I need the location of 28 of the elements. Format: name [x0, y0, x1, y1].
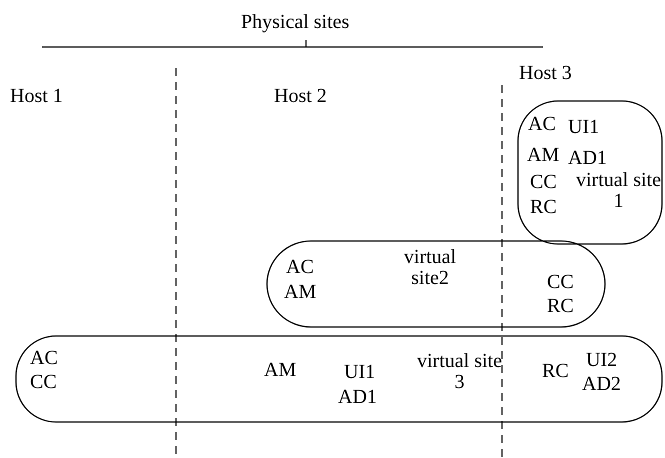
virtual-site-outline — [517, 100, 663, 245]
component-label: AC — [30, 348, 58, 369]
host-label: Host 2 — [274, 86, 327, 107]
site-label: virtual site 3 — [417, 351, 502, 393]
component-label: CC — [530, 172, 557, 193]
component-label: AM — [264, 360, 296, 381]
component-label: AD2 — [582, 374, 621, 395]
heading: Physical sites — [241, 12, 350, 33]
component-label: RC — [547, 296, 574, 317]
component-label: AM — [284, 282, 316, 303]
component-label: AC — [286, 257, 314, 278]
host-label: Host 3 — [519, 63, 572, 84]
component-label: UI1 — [344, 362, 376, 383]
component-label: UI2 — [586, 350, 618, 371]
component-label: RC — [542, 361, 569, 382]
component-label: RC — [530, 197, 557, 218]
virtual-site-outline — [266, 240, 606, 328]
site-label: virtual site2 — [402, 247, 458, 289]
component-label: UI1 — [568, 117, 600, 138]
component-label: AM — [527, 145, 560, 166]
component-label: AD1 — [338, 387, 377, 408]
site-label: virtual site 1 — [576, 170, 661, 212]
component-label: CC — [547, 272, 574, 293]
virtual-site-outline — [15, 335, 663, 423]
component-label: AC — [528, 114, 556, 135]
component-label: CC — [30, 372, 57, 393]
host-label: Host 1 — [10, 86, 63, 107]
component-label: AD1 — [568, 148, 607, 169]
